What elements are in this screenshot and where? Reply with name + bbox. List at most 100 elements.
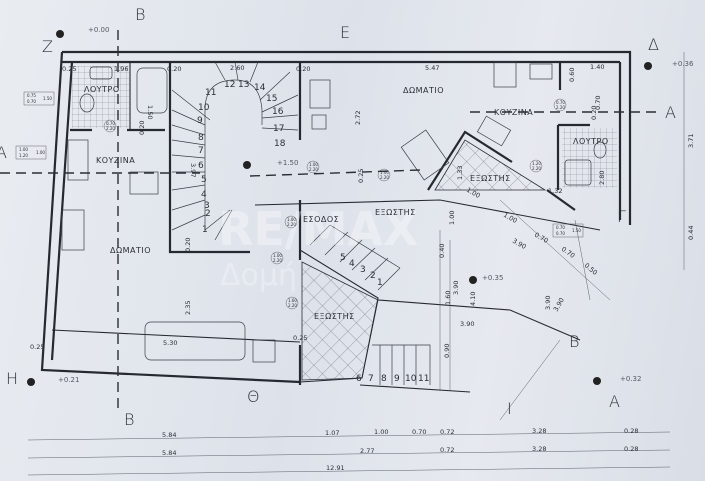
plan-label: 1.00 <box>448 211 456 225</box>
bathtub-left <box>136 67 168 114</box>
plan-label: 8 <box>198 133 204 143</box>
section-mark: Θ <box>247 387 260 406</box>
plan-label: 10 <box>198 103 210 113</box>
entrance-stair <box>309 224 401 291</box>
section-mark: B <box>124 410 134 429</box>
plan-label: 2.20 <box>380 175 389 180</box>
plan-label: 2.20 <box>106 126 115 131</box>
door-tag: 0.702.20 <box>103 119 117 133</box>
section-line-a <box>0 111 660 177</box>
plan-label: 1.00 <box>19 147 28 152</box>
plan-label: 1.07 <box>325 429 339 437</box>
plan-label: 0.90 <box>443 344 451 358</box>
plan-label: 3.90 <box>460 320 474 328</box>
shower-right <box>564 159 592 186</box>
section-mark: Δ <box>648 35 659 54</box>
plan-label: 4 <box>349 259 355 269</box>
room-label-kitchen-left: ΚΟΥΖΙΝΑ <box>96 156 135 165</box>
window-tag: 0.700.701.50 <box>552 223 584 238</box>
plan-label: 3.97 <box>189 163 197 177</box>
plan-label: 2 <box>205 209 211 219</box>
plan-label: 0.20 <box>296 65 310 73</box>
main-stair-numbers: 1 2 3 4 5 6 7 8 9 10 11 12 13 14 15 16 1… <box>197 80 286 235</box>
plan-label: 2.80 <box>598 171 606 185</box>
plan-label: 1.20 <box>532 161 541 166</box>
plan-label: 4.10 <box>469 292 477 306</box>
plan-label: 1.20 <box>19 153 28 158</box>
plan-label: 7 <box>198 146 204 156</box>
balcony-tiles <box>301 261 379 381</box>
window-tag: 0.750.701.50 <box>23 91 55 106</box>
plan-label: 1.60 <box>444 291 452 305</box>
section-mark: A <box>0 143 7 162</box>
section-mark: H <box>6 369 18 388</box>
plan-label: 13 <box>238 80 249 90</box>
appliance-right <box>309 79 331 109</box>
elevation-label: +0.36 <box>672 60 694 68</box>
plan-label: 1.50 <box>43 96 52 101</box>
door-tag: 1.002.20 <box>377 168 391 182</box>
yard-stair-numbers: 6 7 8 9 10 11 <box>356 374 429 384</box>
plan-label: 5.84 <box>162 431 176 439</box>
plan-label: 5 <box>201 175 207 185</box>
elevation-label: +0.32 <box>620 375 641 383</box>
section-mark: A <box>609 392 620 411</box>
elevation-label: +0.35 <box>482 274 503 282</box>
plan-label: 5 <box>340 253 346 263</box>
room-label-balcony-mid: ΕΞΩΣΤΗΣ <box>375 208 416 217</box>
room-label-entrance: ΕΣΟΔΟΣ <box>303 215 339 224</box>
plan-label: 3.90 <box>544 296 552 310</box>
plan-label: 2.20 <box>556 105 565 110</box>
plan-label: 7 <box>368 374 374 384</box>
door-window-tags: 0.750.701.50 1.001.201.00 0.702.20 1.002… <box>15 91 584 310</box>
plan-label: 0.60 <box>568 68 576 82</box>
plan-label: 0.75 <box>27 93 36 98</box>
plan-label: 0.70 <box>560 245 576 260</box>
table-small <box>252 339 276 363</box>
plan-label: 0.25 <box>62 65 76 73</box>
plan-label: 2.20 <box>287 222 296 227</box>
door-tag: 0.702.20 <box>553 98 567 112</box>
plan-label: 0.20 <box>590 106 598 120</box>
section-marks: Z B E Δ A A Γ H Θ I B A B <box>0 5 676 429</box>
toilet-right <box>593 141 607 159</box>
plan-label: 0.20 <box>184 238 192 252</box>
appliance-left <box>129 171 159 195</box>
plan-label: 1.50 <box>146 105 154 119</box>
door-tag: 1.002.20 <box>306 160 320 174</box>
stove <box>529 63 553 80</box>
sink-right <box>476 115 512 147</box>
section-mark: B <box>569 332 579 351</box>
plan-label: 0.70 <box>556 231 565 236</box>
plan-label: 8 <box>381 374 387 384</box>
bottom-dimensions: 5.84 1.07 1.00 0.70 0.72 3.28 0.28 5.84 … <box>162 427 638 472</box>
plan-label: 1.60 <box>288 298 297 303</box>
plan-label: 1.33 <box>456 166 464 180</box>
section-mark: Z <box>42 37 53 56</box>
plan-label: 2.20 <box>273 258 282 263</box>
plan-label: 5.47 <box>425 64 439 72</box>
plan-label: 0.70 <box>594 96 602 110</box>
plan-label: 2 <box>370 271 376 281</box>
elevation-markers: +0.00 +1.50 +0.36 +0.35 +0.21 +0.32 <box>27 26 694 386</box>
plan-label: 1 <box>377 278 383 288</box>
plan-label: 12.91 <box>326 464 345 472</box>
plan-label: 0.28 <box>624 427 638 435</box>
sofa <box>144 321 246 361</box>
plan-label: 2.77 <box>360 447 374 455</box>
plan-label: 1.32 <box>548 187 562 195</box>
plan-label: 6 <box>356 374 362 384</box>
plan-label: 1.00 <box>287 217 296 222</box>
section-mark: A <box>665 103 676 122</box>
plan-label: 3.90 <box>552 296 566 313</box>
dim-right-1: 3.71 <box>687 134 695 148</box>
plan-label: 10 <box>405 374 417 384</box>
plan-label: 2.20 <box>532 166 541 171</box>
plan-label: 1.00 <box>374 428 388 436</box>
door-tag: 1.002.20 <box>284 215 298 229</box>
dim-right-2: 0.44 <box>687 226 695 240</box>
plan-label: 1.00 <box>309 162 318 167</box>
plan-label: 1 <box>202 225 208 235</box>
level-marker-icon <box>469 276 477 284</box>
kitchen-counter-left <box>67 139 89 181</box>
